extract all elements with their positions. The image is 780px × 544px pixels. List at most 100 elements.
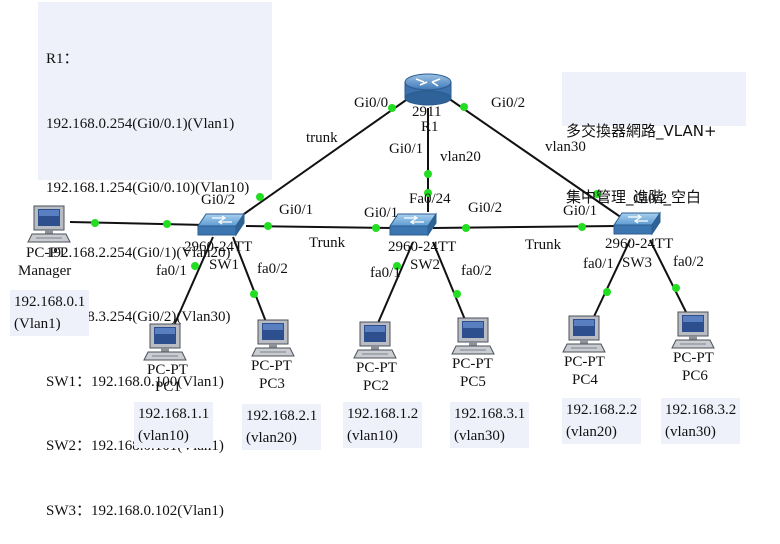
port-label: fa0/2 [461,263,492,279]
switch-name-label: SW2 [410,257,440,273]
vlan-label: (vlan10) [347,428,398,444]
link-sw2-pc2 [374,241,414,331]
pc-icon [671,311,715,349]
switch-model-label: 2960-24TT [605,236,674,252]
link-sw3-pc6 [649,239,691,321]
ip-address: 192.168.1.2 [347,406,419,422]
port-dot [603,288,611,296]
pc-type-label: PC-PT [26,245,67,261]
pc-type-label: PC-PT [673,350,714,366]
router-model-label: 2911 [412,104,442,120]
port-dot [256,193,264,201]
pc-type-label: PC-PT [564,354,605,370]
vlan-label: (vlan20) [246,430,297,446]
network-topology [27,73,715,361]
port-label: Fa0/24 [409,191,451,207]
link-sw2-pc5 [432,241,469,328]
port-dot [672,284,680,292]
r1-config-line: 192.168.3.254(Gi0/2)(Vlan30) [46,309,231,325]
port-label: fa0/2 [257,261,288,277]
port-label: Gi0/0 [354,95,389,111]
link-r1-sw1 [233,97,410,222]
port-dot [163,220,171,228]
r1-config-box: R1： 192.168.0.254(Gi0/0.1)(Vlan1) 192.16… [38,2,272,519]
pc-ip-box: 192.168.2.2 (vlan20) [562,398,642,444]
port-label: Gi0/1 [364,205,399,221]
port-label: Gi0/1 [279,202,314,218]
r1-config-line: R1： [46,51,79,67]
pc-type-label: PC-PT [251,358,292,374]
pc-ip-box: 192.168.3.2 (vlan30) [661,398,741,444]
pc-name-label: PC6 [682,368,708,384]
diagram-title-box: 多交換器網路_VLAN+ 集中管理_進階_空白 [562,72,746,206]
port-label: Gi0/2 [201,192,236,208]
pc-ip-box: 192.168.1.2 (vlan10) [343,402,423,448]
pc-ip-box: 192.168.1.1 (vlan10) [134,402,214,448]
pc-name-label: Manager [18,263,72,279]
port-label: fa0/2 [673,254,704,270]
pc-name-label: PC2 [363,378,389,394]
port-dot [593,190,601,198]
port-label: Gi0/1 [389,141,424,157]
link-vlan-label: vlan30 [545,139,586,155]
port-dot [264,222,272,230]
vlan-label: (vlan30) [454,428,505,444]
ip-address: 192.168.3.1 [454,406,526,422]
link-vlan-label: vlan20 [440,149,481,165]
link-type-label: trunk [306,130,338,146]
pc-name-label: PC1 [155,379,181,395]
port-dot [191,262,199,270]
ip-address: 192.168.2.2 [566,402,638,418]
vlan-label: (Vlan1) [14,316,61,332]
port-dot [250,290,258,298]
ip-address: 192.168.1.1 [138,406,210,422]
link-r1-sw3 [447,97,623,219]
port-dot [462,224,470,232]
port-status-dots [91,103,680,298]
switch-name-label: SW1 [209,257,239,273]
ip-address: 192.168.3.2 [665,402,737,418]
link-sw1-pc1 [171,236,214,331]
pc-type-label: PC-PT [356,360,397,376]
pc-icon [562,315,606,353]
ip-address: 192.168.2.1 [246,408,318,424]
port-dot [91,219,99,227]
port-label: fa0/1 [583,256,614,272]
vlan-label: (vlan10) [138,428,189,444]
vlan-label: (vlan30) [665,424,716,440]
link-type-label: Trunk [309,235,346,251]
switch-model-label: 2960-24TT [184,239,253,255]
r1-config-line: 192.168.0.254(Gi0/0.1)(Vlan1) [46,115,235,132]
r1-config-line: SW3：192.168.0.102(Vlan1) [46,502,224,519]
ip-address: 192.168.0.1 [14,294,86,310]
port-dot [393,262,401,270]
port-dot [460,103,468,111]
port-label: fa0/1 [370,265,401,281]
port-dot [424,170,432,178]
manager-ip-box: 192.168.0.1 (Vlan1) [10,290,90,336]
switch-model-label: 2960-24TT [388,239,457,255]
port-label: Gi0/1 [563,203,598,219]
port-label: Gi0/2 [633,191,668,207]
vlan-label: (vlan20) [566,424,617,440]
pc-icon [353,321,397,359]
port-label: Gi0/2 [468,200,503,216]
port-dot [424,189,432,197]
router-icon [404,73,452,106]
port-label: Gi0/2 [491,95,526,111]
link-type-label: Trunk [525,237,562,253]
r1-config-line: SW1：192.168.0.100(Vlan1) [46,373,224,390]
pc-icon [451,317,495,355]
link-sw1-pc3 [232,236,269,328]
router-name-label: R1 [421,119,439,135]
r1-config-line: 192.168.1.254(Gi0/0.10)(Vlan10) [46,180,250,196]
pc-name-label: PC3 [259,376,285,392]
title-line: 集中管理_進階_空白 [566,188,702,206]
link-sw3-pc4 [589,239,631,326]
port-dot [388,104,396,112]
pc-type-label: PC-PT [452,356,493,372]
pc-type-label: PC-PT [147,362,188,378]
port-dot [372,224,380,232]
port-dot [578,223,586,231]
port-label: fa0/1 [156,263,187,279]
